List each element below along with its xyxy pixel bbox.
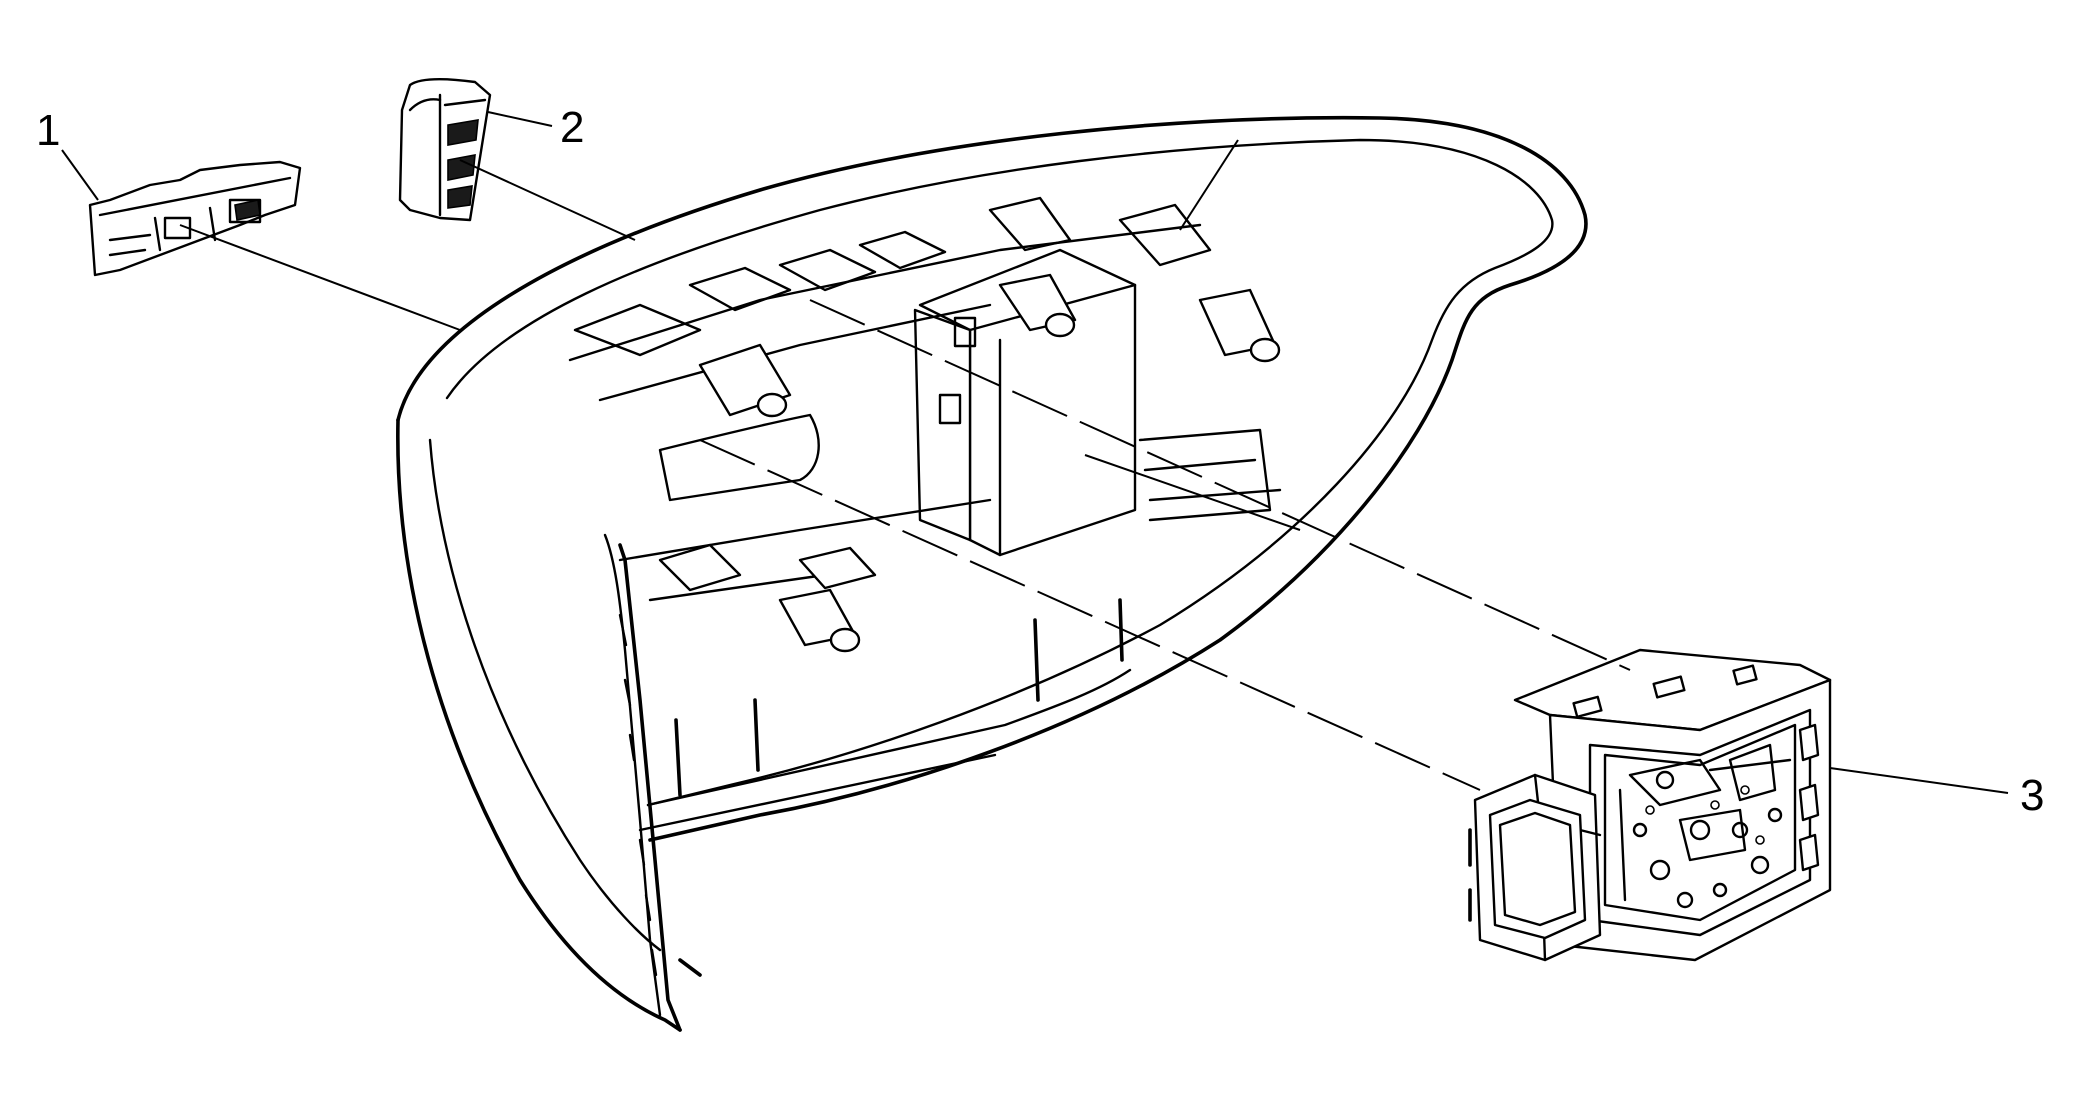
callout-3: 3 — [1829, 767, 2044, 820]
housing-internal-ribs — [568, 196, 1282, 653]
housing-posts — [698, 273, 1281, 653]
assembly-leader-lines — [179, 139, 1631, 791]
callout-1: 1 — [36, 106, 99, 201]
callout-3-label: 3 — [2020, 771, 2044, 820]
part-3-control-module — [1468, 648, 1832, 962]
part-2-clip — [398, 78, 492, 222]
module-circuit-features — [1618, 743, 1792, 909]
callout-1-label: 1 — [36, 106, 60, 155]
callout-2-label: 2 — [560, 103, 584, 152]
housing-shell — [396, 115, 1588, 1032]
callout-2: 2 — [487, 103, 584, 152]
housing-edge-slots — [618, 613, 702, 977]
housing-pins — [674, 598, 1124, 797]
